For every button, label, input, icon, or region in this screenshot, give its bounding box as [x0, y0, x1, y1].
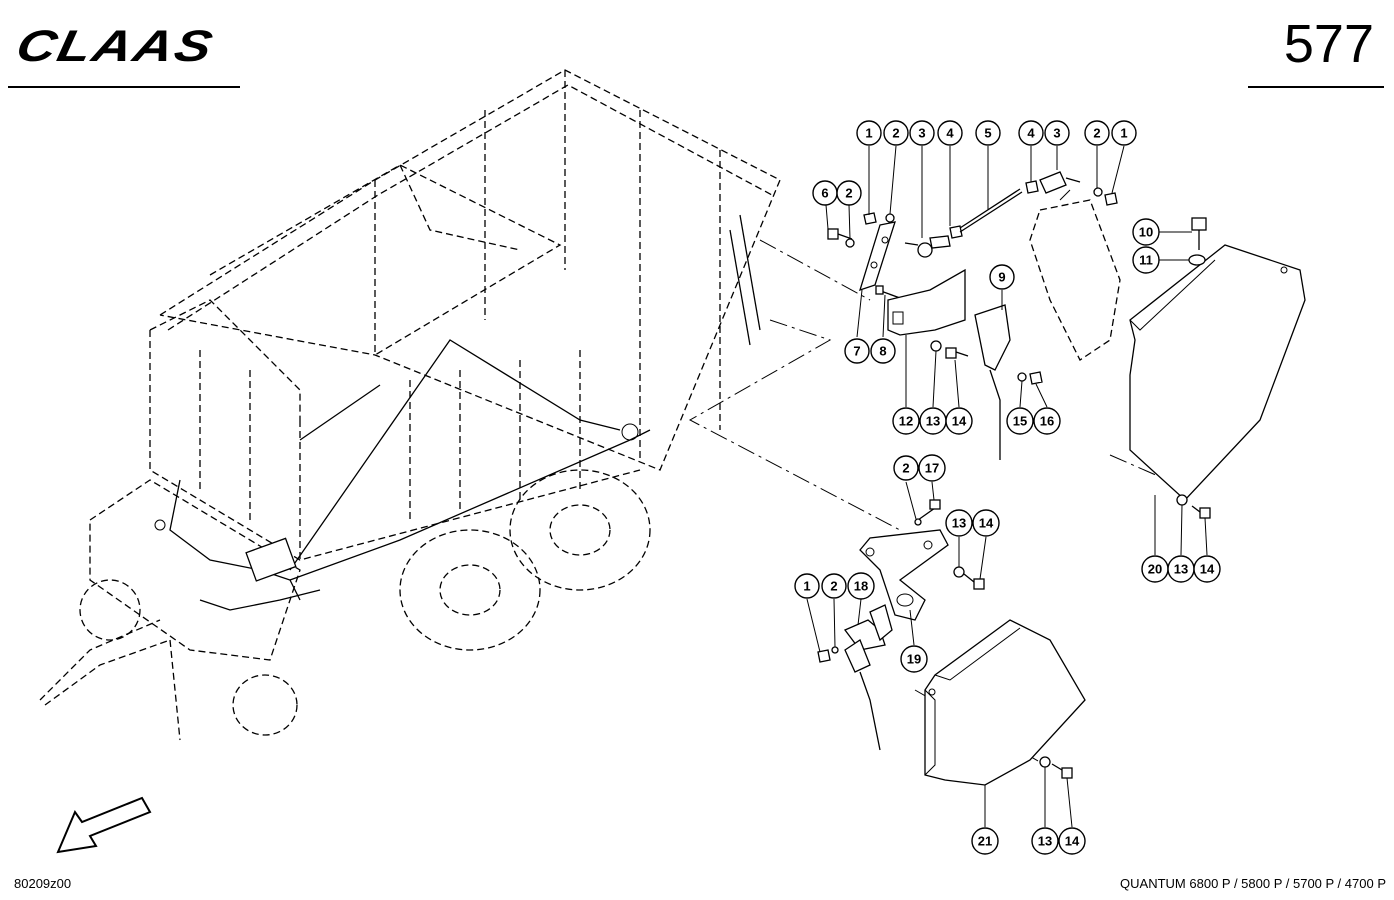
- callout: 2: [836, 180, 862, 206]
- callout: 2: [1084, 120, 1110, 146]
- callout: 8: [870, 338, 896, 364]
- callout: 17: [918, 454, 946, 482]
- svg-text:1: 1: [803, 579, 810, 594]
- callout: 7: [844, 338, 870, 364]
- header-rule-left: [8, 86, 240, 88]
- svg-text:1: 1: [865, 126, 872, 141]
- svg-text:13: 13: [926, 414, 940, 429]
- svg-text:11: 11: [1139, 253, 1153, 268]
- svg-text:13: 13: [1038, 834, 1052, 849]
- svg-text:15: 15: [1013, 414, 1027, 429]
- callout: 4: [1018, 120, 1044, 146]
- svg-text:8: 8: [879, 344, 886, 359]
- svg-text:4: 4: [1027, 126, 1035, 141]
- svg-text:3: 3: [918, 126, 925, 141]
- svg-text:2: 2: [892, 126, 899, 141]
- callout: 14: [945, 407, 973, 435]
- svg-text:14: 14: [1200, 562, 1215, 577]
- callout: 13: [1031, 827, 1059, 855]
- page-number: 577: [1283, 14, 1374, 74]
- callout: 2: [883, 120, 909, 146]
- svg-text:13: 13: [952, 516, 966, 531]
- cover-lower: [924, 619, 1086, 786]
- callout: 11: [1132, 246, 1160, 274]
- callout: 9: [989, 264, 1015, 290]
- callout: 2: [821, 573, 847, 599]
- callout: 13: [919, 407, 947, 435]
- callout: 13: [1167, 555, 1195, 583]
- svg-text:3: 3: [1053, 126, 1060, 141]
- callout: 21: [971, 827, 999, 855]
- svg-text:21: 21: [978, 834, 992, 849]
- svg-text:20: 20: [1148, 562, 1162, 577]
- callout: 3: [1044, 120, 1070, 146]
- svg-text:14: 14: [979, 516, 994, 531]
- svg-text:2: 2: [1093, 126, 1100, 141]
- callout: 19: [900, 645, 928, 673]
- svg-text:2: 2: [902, 461, 909, 476]
- svg-text:16: 16: [1040, 414, 1054, 429]
- callout: 14: [1058, 827, 1086, 855]
- svg-text:19: 19: [907, 652, 921, 667]
- svg-text:14: 14: [952, 414, 967, 429]
- model-line: QUANTUM 6800 P / 5800 P / 5700 P / 4700 …: [1120, 876, 1386, 891]
- svg-text:12: 12: [899, 414, 913, 429]
- svg-text:14: 14: [1065, 834, 1080, 849]
- callout: 1: [794, 573, 820, 599]
- callout: 6: [812, 180, 838, 206]
- svg-text:2: 2: [830, 579, 837, 594]
- callout: 1: [856, 120, 882, 146]
- cover-right: [1129, 217, 1306, 519]
- svg-text:2: 2: [845, 186, 852, 201]
- wagon-outline: [39, 69, 781, 741]
- svg-text:6: 6: [821, 186, 828, 201]
- callout: 3: [909, 120, 935, 146]
- callout: 14: [972, 509, 1000, 537]
- lower-bracket-parts: [817, 499, 985, 751]
- direction-arrow-icon: [56, 796, 152, 854]
- header-rule-right: [1248, 86, 1384, 88]
- callout: 15: [1006, 407, 1034, 435]
- callout: 10: [1132, 218, 1160, 246]
- callout: 18: [847, 572, 875, 600]
- callout: 2: [893, 455, 919, 481]
- callout: 13: [945, 509, 973, 537]
- svg-text:13: 13: [1174, 562, 1188, 577]
- drawing-id: 80209z00: [14, 876, 72, 891]
- svg-text:9: 9: [998, 270, 1005, 285]
- svg-text:7: 7: [853, 344, 860, 359]
- callout: 20: [1141, 555, 1169, 583]
- svg-text:4: 4: [946, 126, 954, 141]
- part-callouts: 1 2 3 4 5 4 3 2 1 6 2 9 10 11 7 8 12 13 …: [794, 120, 1221, 855]
- callout: 5: [975, 120, 1001, 146]
- svg-text:17: 17: [925, 461, 939, 476]
- upper-linkage-parts: [827, 171, 1121, 460]
- callout: 12: [892, 407, 920, 435]
- callout: 4: [937, 120, 963, 146]
- callout-leaders: [806, 145, 1208, 828]
- svg-text:18: 18: [854, 579, 868, 594]
- svg-text:1: 1: [1120, 126, 1127, 141]
- svg-text:5: 5: [984, 126, 991, 141]
- callout: 16: [1033, 407, 1061, 435]
- callout: 14: [1193, 555, 1221, 583]
- callout: 1: [1111, 120, 1137, 146]
- svg-text:10: 10: [1139, 225, 1153, 240]
